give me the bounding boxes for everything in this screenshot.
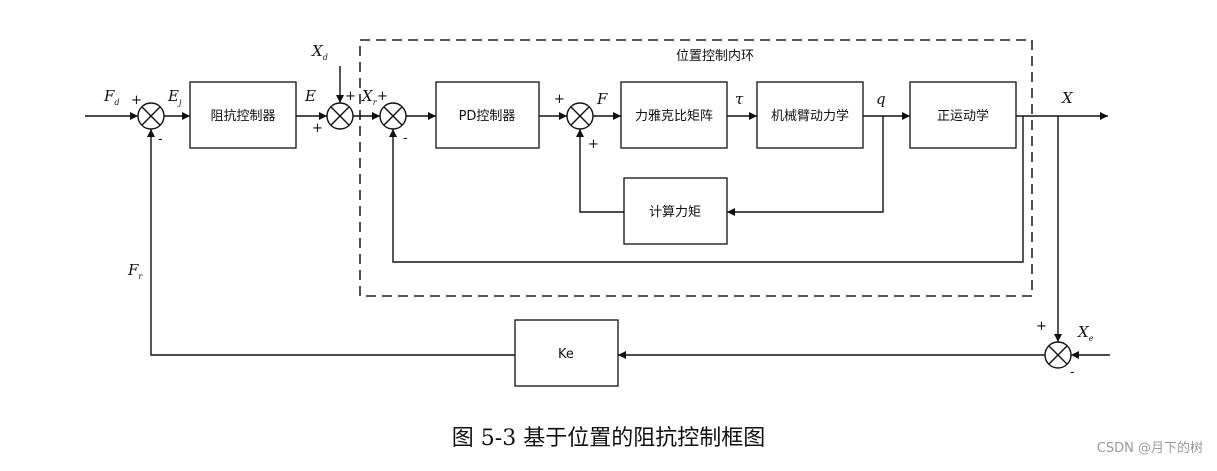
sign-minus: -: [403, 131, 408, 146]
sign-minus: -: [1070, 365, 1075, 380]
summing-junction-position-error: [379, 102, 407, 130]
figure-caption: 图 5-3 基于位置的阻抗控制框图: [451, 426, 766, 451]
pd-controller-block: PD控制器: [435, 81, 540, 149]
sign-plus: +: [377, 89, 388, 104]
arm-dynamics-label: 机械臂动力学: [771, 108, 849, 124]
forward-kinematics-block: 正运动学: [909, 81, 1017, 149]
summing-junction-torque: [566, 102, 594, 130]
sign-minus: -: [158, 132, 163, 147]
signal-label-xr: Xr: [361, 87, 378, 107]
signal-label-e: E: [304, 87, 316, 105]
ke-block: Ke: [514, 319, 619, 387]
sign-plus: +: [1036, 319, 1047, 334]
signal-label-q: q: [876, 90, 886, 108]
ke-label: Ke: [558, 347, 574, 362]
computed-torque-block: 计算力矩: [623, 177, 728, 245]
pd-controller-label: PD控制器: [459, 109, 516, 124]
summing-junction-position-ref: [326, 102, 354, 130]
signal-label-ej: Ej: [167, 87, 182, 107]
sign-plus: +: [554, 92, 565, 107]
watermark: CSDN @月下的树: [1096, 441, 1203, 456]
jacobian-label: 力雅克比矩阵: [635, 109, 713, 124]
signal-label-xe: Xe: [1077, 323, 1094, 343]
signal-label-fr: Fr: [127, 261, 143, 281]
inner-loop-label: 位置控制内环: [676, 48, 754, 64]
signal-label-tau: τ: [735, 90, 744, 108]
computed-torque-label: 计算力矩: [649, 205, 701, 220]
summing-junction-environment: [1044, 341, 1072, 369]
forward-kinematics-label: 正运动学: [937, 108, 989, 124]
sign-plus: +: [588, 137, 599, 152]
signal-label-fd: Fd: [103, 87, 120, 107]
impedance-controller-block: 阻抗控制器: [189, 81, 297, 149]
sign-plus: +: [131, 93, 142, 108]
sign-plus: +: [345, 89, 356, 104]
signal-label-f: F: [596, 90, 608, 108]
jacobian-block: 力雅克比矩阵: [620, 81, 728, 149]
arm-dynamics-block: 机械臂动力学: [756, 81, 864, 149]
signal-label-xd: Xd: [311, 42, 328, 62]
signal-label-x: X: [1061, 89, 1074, 107]
impedance-controller-label: 阻抗控制器: [210, 109, 275, 124]
signal-lines: [85, 66, 1110, 359]
inner-loop-boundary: [359, 39, 1033, 297]
sign-plus: +: [312, 121, 323, 136]
